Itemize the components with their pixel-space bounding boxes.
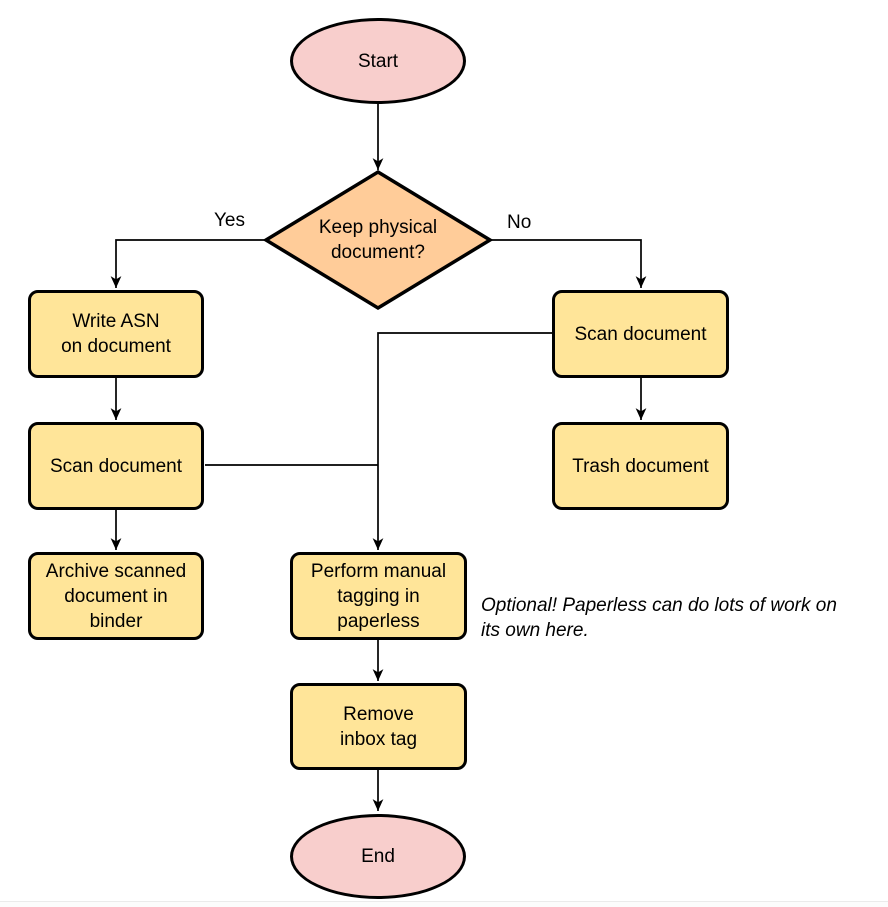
node-scan-document-left: Scan document bbox=[28, 422, 204, 510]
node-write-asn: Write ASN on document bbox=[28, 290, 204, 378]
node-write-asn-label: Write ASN on document bbox=[61, 311, 171, 357]
node-scan-document-right-label: Scan document bbox=[574, 323, 707, 345]
edge-decision-yes-to-write-asn bbox=[110, 239, 266, 288]
node-scan-document-right: Scan document bbox=[552, 290, 729, 378]
node-decision-label: Keep physical document? bbox=[318, 217, 438, 263]
edge-decision-no-to-scan-right bbox=[490, 239, 647, 288]
node-end-label: End bbox=[361, 846, 395, 867]
decision-diamond-shape bbox=[262, 169, 494, 311]
node-scan-document-left-label: Scan document bbox=[49, 455, 183, 477]
node-start-label: Start bbox=[357, 50, 399, 72]
node-manual-tagging-label: Perform manual tagging in paperless bbox=[310, 560, 447, 632]
node-start: Start bbox=[290, 18, 466, 104]
node-end: End bbox=[290, 814, 466, 899]
node-remove-inbox-tag: Remove inbox tag bbox=[290, 683, 467, 770]
optional-note: Optional! Paperless can do lots of work … bbox=[481, 595, 837, 641]
node-archive-scanned: Archive scanned document in binder bbox=[28, 552, 204, 640]
node-manual-tagging: Perform manual tagging in paperless bbox=[290, 552, 467, 640]
edge-label-yes: Yes bbox=[214, 210, 245, 231]
node-trash-document: Trash document bbox=[552, 422, 729, 510]
page-bottom-divider bbox=[0, 901, 888, 907]
node-trash-document-label: Trash document bbox=[572, 455, 709, 477]
edge-label-no: No bbox=[507, 212, 532, 233]
node-remove-inbox-tag-label: Remove inbox tag bbox=[339, 703, 418, 750]
edge-scan-right-to-tagging bbox=[372, 332, 552, 550]
node-archive-scanned-label: Archive scanned document in binder bbox=[45, 560, 187, 632]
